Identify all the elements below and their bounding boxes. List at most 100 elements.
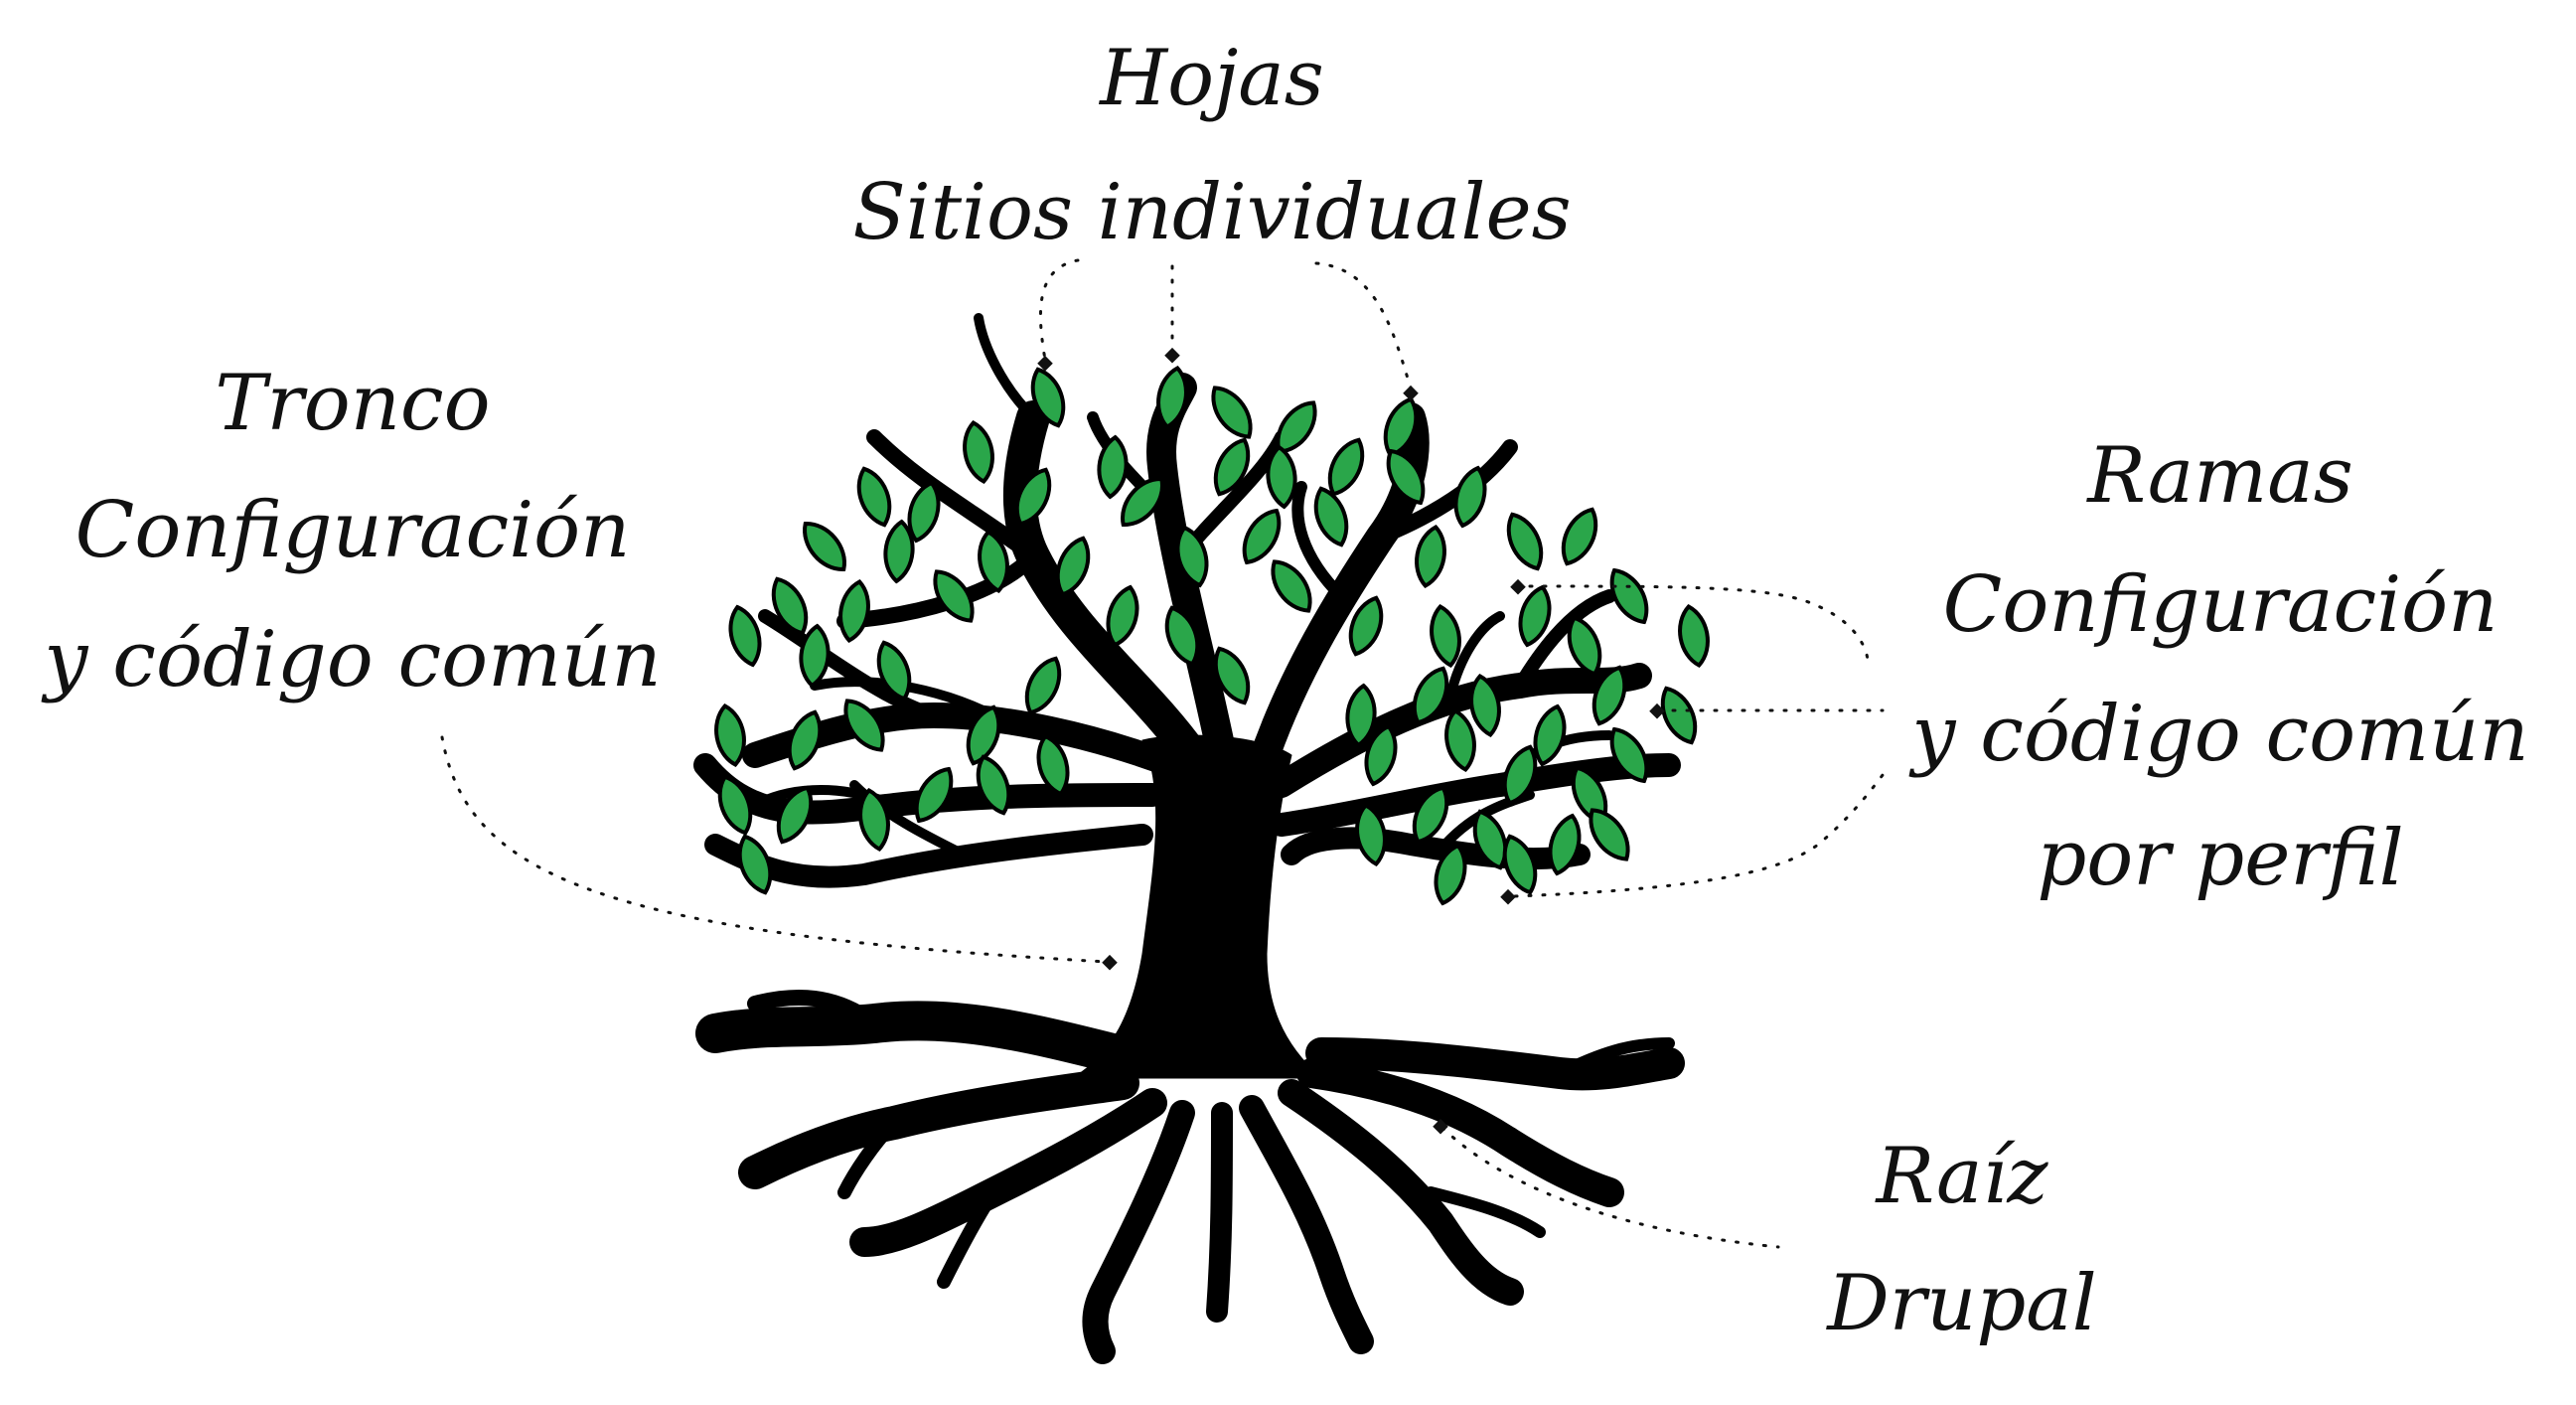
leaf [1164, 605, 1200, 667]
leaf [1453, 465, 1487, 529]
leaf [1121, 477, 1164, 527]
leader-ramas-upper [1528, 584, 1870, 663]
branch [1002, 400, 1209, 772]
label-ramas-line2: Configuración [1943, 560, 2499, 650]
trunk [1072, 734, 1322, 1079]
branch [758, 609, 941, 722]
leaf [799, 623, 831, 689]
leaf [1412, 785, 1449, 845]
leaf [843, 699, 885, 752]
leaf [1024, 656, 1062, 715]
label-raiz-title: Raíz [1874, 1132, 2048, 1221]
marker-ramas-lower [1500, 888, 1516, 905]
leaf [1156, 365, 1188, 430]
leaf [1415, 524, 1446, 589]
leaf [966, 704, 1001, 766]
label-raiz: Raíz Drupal [1825, 1132, 2096, 1348]
root [738, 1066, 1139, 1189]
leaf [883, 519, 915, 584]
leaf [1106, 584, 1139, 648]
leaf [737, 834, 773, 895]
leaf [776, 785, 814, 845]
root [1305, 1037, 1685, 1091]
label-hojas: Hojas Sitios individuales [852, 34, 1571, 257]
branch [866, 429, 1041, 564]
leaf [1472, 809, 1508, 870]
leaf [803, 522, 846, 571]
leaf [1014, 467, 1052, 527]
leaf [1412, 666, 1449, 725]
marker-ramas-upper [1510, 578, 1526, 595]
leaf [1386, 448, 1426, 506]
leader-tronco [440, 735, 1110, 964]
leaf [1561, 507, 1598, 566]
leaf [876, 640, 912, 702]
label-tronco-title: Tronco [215, 359, 490, 448]
leaf [1313, 486, 1349, 547]
root [837, 1116, 901, 1199]
leaf [1175, 525, 1209, 588]
leaf [1591, 665, 1627, 726]
label-ramas-line4: por perfil [2037, 814, 2403, 903]
root [695, 1001, 1133, 1073]
leaves [714, 365, 1710, 906]
marker-raiz [1433, 1118, 1448, 1135]
label-hojas-title: Hojas [1098, 34, 1324, 123]
marker-hojas-left [1037, 355, 1053, 372]
leader-ramas-lower [1513, 773, 1885, 898]
leaf [1609, 726, 1649, 784]
leaf [1364, 723, 1398, 787]
leaf [714, 702, 746, 768]
leaf [1213, 646, 1251, 705]
leaf [1213, 437, 1251, 497]
branch [1373, 439, 1518, 545]
leaf [1036, 733, 1070, 797]
leaf [1660, 686, 1698, 745]
leaf [1678, 603, 1710, 669]
marker-hojas-center [1164, 347, 1180, 364]
root [1425, 1186, 1546, 1238]
leaf [838, 578, 870, 644]
leaf [1266, 444, 1297, 510]
leaf [1030, 367, 1066, 428]
label-tronco-line2: Configuración [76, 486, 631, 575]
marker-ramas-middle [1649, 702, 1665, 719]
leaf [1055, 536, 1091, 597]
leaf [1533, 703, 1567, 767]
leaf [717, 774, 753, 836]
leaf [1502, 834, 1538, 895]
leaf [1444, 707, 1476, 773]
leaf [933, 569, 975, 623]
label-ramas-title: Ramas [2085, 431, 2353, 521]
leaf [771, 576, 809, 636]
root [1554, 1037, 1675, 1079]
leader-hojas-left [1038, 258, 1080, 362]
leader-lines [440, 258, 1885, 1249]
leaf [1271, 559, 1312, 613]
leaf [978, 529, 1009, 594]
branch [1291, 481, 1347, 602]
label-hojas-subtitle: Sitios individuales [852, 168, 1571, 257]
roots [695, 990, 1685, 1364]
leaf [1242, 508, 1282, 565]
label-ramas: Ramas Configuración y código común por p… [1908, 431, 2528, 903]
branch [1247, 402, 1430, 780]
leaf [1609, 567, 1649, 625]
leaf [1518, 584, 1552, 648]
leaf [1355, 802, 1387, 867]
leaf [1548, 813, 1582, 876]
leaf [907, 480, 941, 544]
leaf [728, 604, 762, 668]
root [937, 1185, 1000, 1289]
leaf [1502, 744, 1538, 806]
root [1206, 1102, 1233, 1323]
root [1278, 1079, 1524, 1306]
leaf [976, 754, 1011, 816]
marker-hojas-right [1403, 385, 1419, 401]
root [1296, 1058, 1624, 1207]
marker-tronco [1102, 954, 1118, 971]
leaf [1506, 512, 1544, 571]
leaf [914, 766, 954, 824]
leaf [1211, 386, 1253, 439]
leaf [787, 709, 823, 771]
